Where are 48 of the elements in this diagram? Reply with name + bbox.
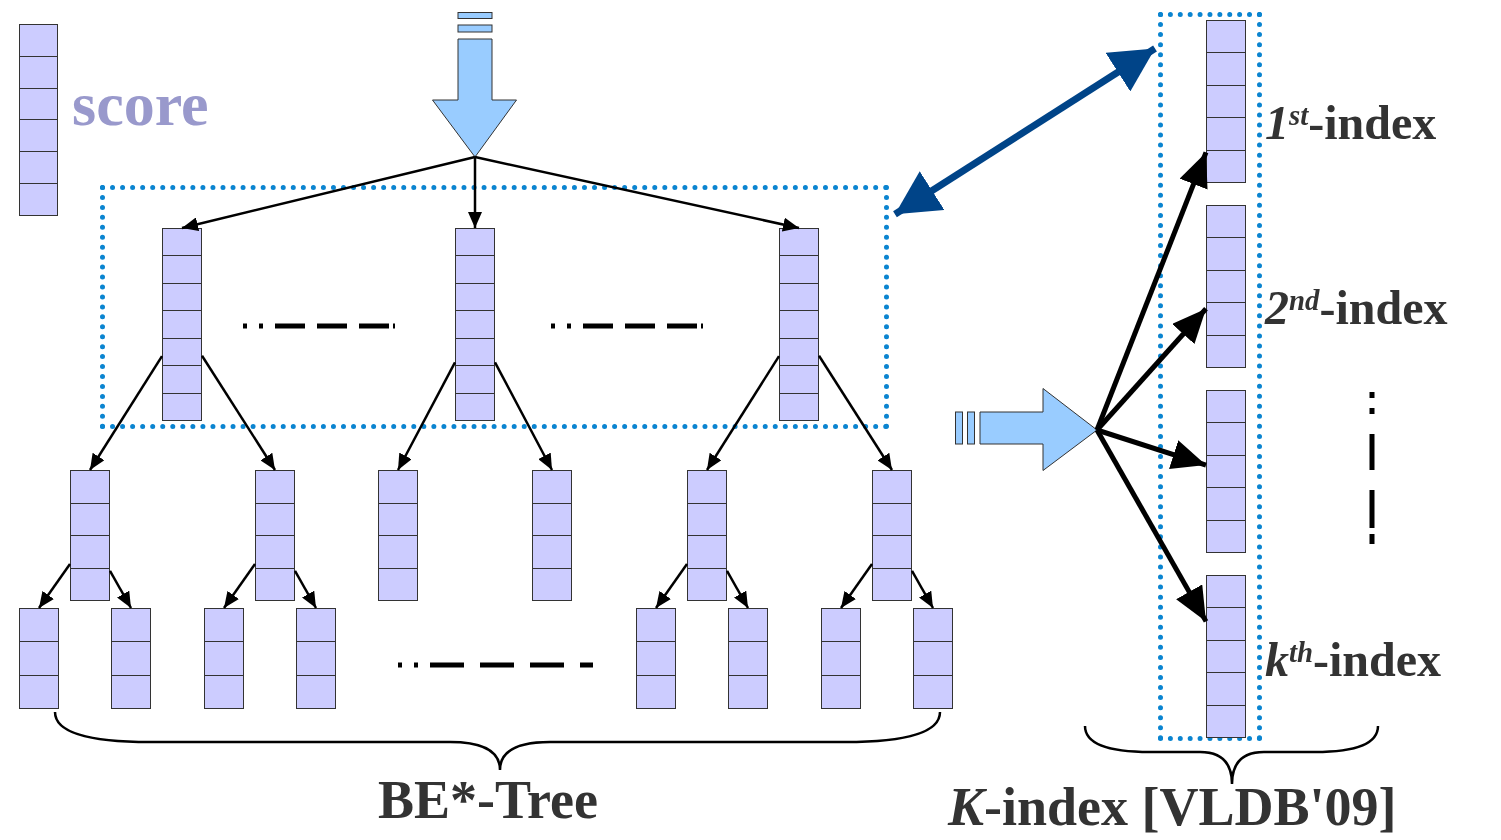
stack-column: [913, 608, 953, 709]
arrow: [1094, 151, 1209, 431]
arrow: [910, 570, 935, 609]
arrow: [725, 570, 750, 609]
dotted-group-box: [100, 185, 889, 429]
caption-label: BE*-Tree: [378, 773, 598, 827]
arrow: [1094, 428, 1209, 623]
score-label: score: [72, 73, 209, 135]
stack-column: [162, 228, 202, 421]
stack-column: [19, 608, 59, 709]
arrow: [468, 157, 482, 228]
stack-column: [111, 608, 151, 709]
caption-label: K-index [VLDB'09]: [948, 780, 1397, 834]
input-arrow: [432, 12, 517, 158]
stack-column: [70, 470, 110, 601]
arrow: [396, 361, 457, 471]
index-label: 1$^{st}$-index: [1265, 99, 1437, 147]
arrow: [1095, 307, 1208, 432]
stack-column: [378, 470, 418, 601]
stack-column: [532, 470, 572, 601]
arrow: [893, 45, 1157, 218]
arrow: [108, 570, 133, 609]
stack-column: [455, 228, 495, 421]
stack-column: [728, 608, 768, 709]
arrow: [222, 563, 257, 609]
stack-column: [687, 470, 727, 601]
arrow: [88, 355, 164, 471]
arrow: [37, 563, 72, 609]
arrow: [474, 155, 800, 232]
index-label: 2$^{nd}$-index: [1265, 284, 1448, 332]
stack-column: [296, 608, 336, 709]
arrow: [181, 155, 476, 232]
stack-column: [255, 470, 295, 601]
arrow: [654, 563, 689, 609]
stack-column: [821, 608, 861, 709]
stack-column: [636, 608, 676, 709]
arrow: [705, 355, 781, 471]
stack-column: [1206, 390, 1246, 553]
input-arrow: [955, 388, 1098, 471]
stack-column: [779, 228, 819, 421]
stack-column: [872, 470, 912, 601]
stack-column: [204, 608, 244, 709]
arrow: [817, 355, 894, 471]
arrow: [839, 563, 874, 609]
index-label: k$^{th}$-index: [1265, 636, 1442, 684]
arrow: [293, 570, 318, 609]
arrow: [493, 361, 554, 471]
arrow: [200, 355, 277, 471]
